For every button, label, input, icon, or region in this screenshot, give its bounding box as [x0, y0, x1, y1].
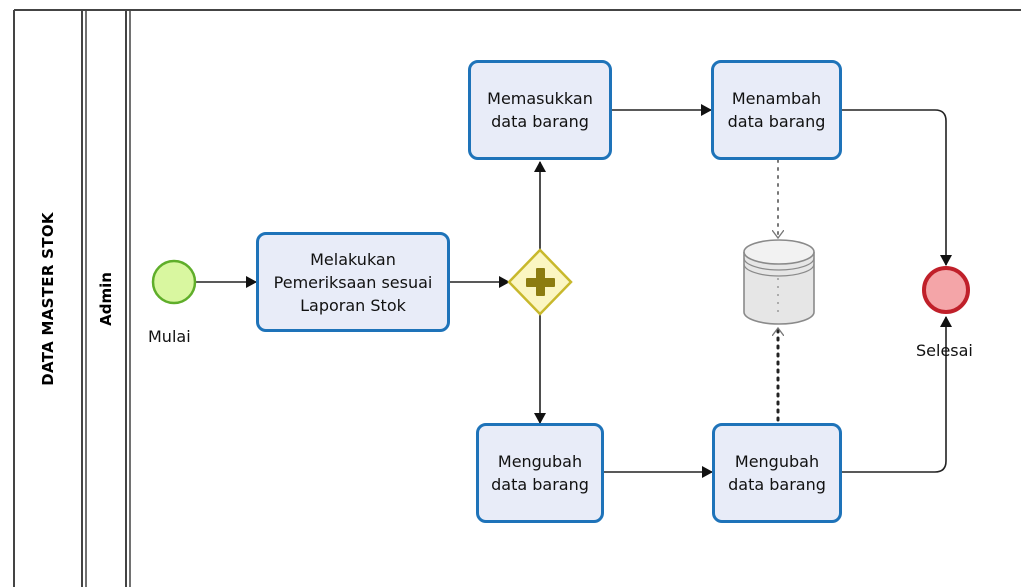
task-input-item[interactable]: Memasukkan data barang [468, 60, 612, 160]
database-icon [743, 239, 815, 325]
lane-label: Admin [84, 10, 128, 587]
task-edit-item-right-label: Mengubah data barang [728, 452, 826, 494]
lane-title: Admin [97, 271, 116, 326]
task-check-stock-label: Melakukan Pemeriksaan sesuai Laporan Sto… [273, 249, 433, 315]
pool-label: DATA MASTER STOK [14, 10, 82, 587]
parallel-gateway[interactable] [507, 248, 573, 316]
flow-edit-to-end [842, 316, 952, 473]
pool-frame [13, 9, 1021, 587]
flow-add-to-end [842, 109, 952, 266]
task-edit-item-left[interactable]: Mengubah data barang [476, 423, 604, 523]
plus-icon [526, 268, 555, 296]
task-input-item-label: Memasukkan data barang [487, 89, 593, 131]
task-edit-item-left-label: Mengubah data barang [491, 452, 589, 494]
end-event[interactable] [922, 266, 970, 314]
task-check-stock[interactable]: Melakukan Pemeriksaan sesuai Laporan Sto… [256, 232, 450, 332]
pool-title: DATA MASTER STOK [39, 211, 57, 386]
start-event[interactable] [151, 259, 197, 305]
end-event-label: Selesai [916, 341, 973, 360]
task-add-item-label: Menambah data barang [727, 89, 826, 131]
task-edit-item-right[interactable]: Mengubah data barang [712, 423, 842, 523]
task-add-item[interactable]: Menambah data barang [711, 60, 842, 160]
start-event-label: Mulai [148, 327, 191, 346]
